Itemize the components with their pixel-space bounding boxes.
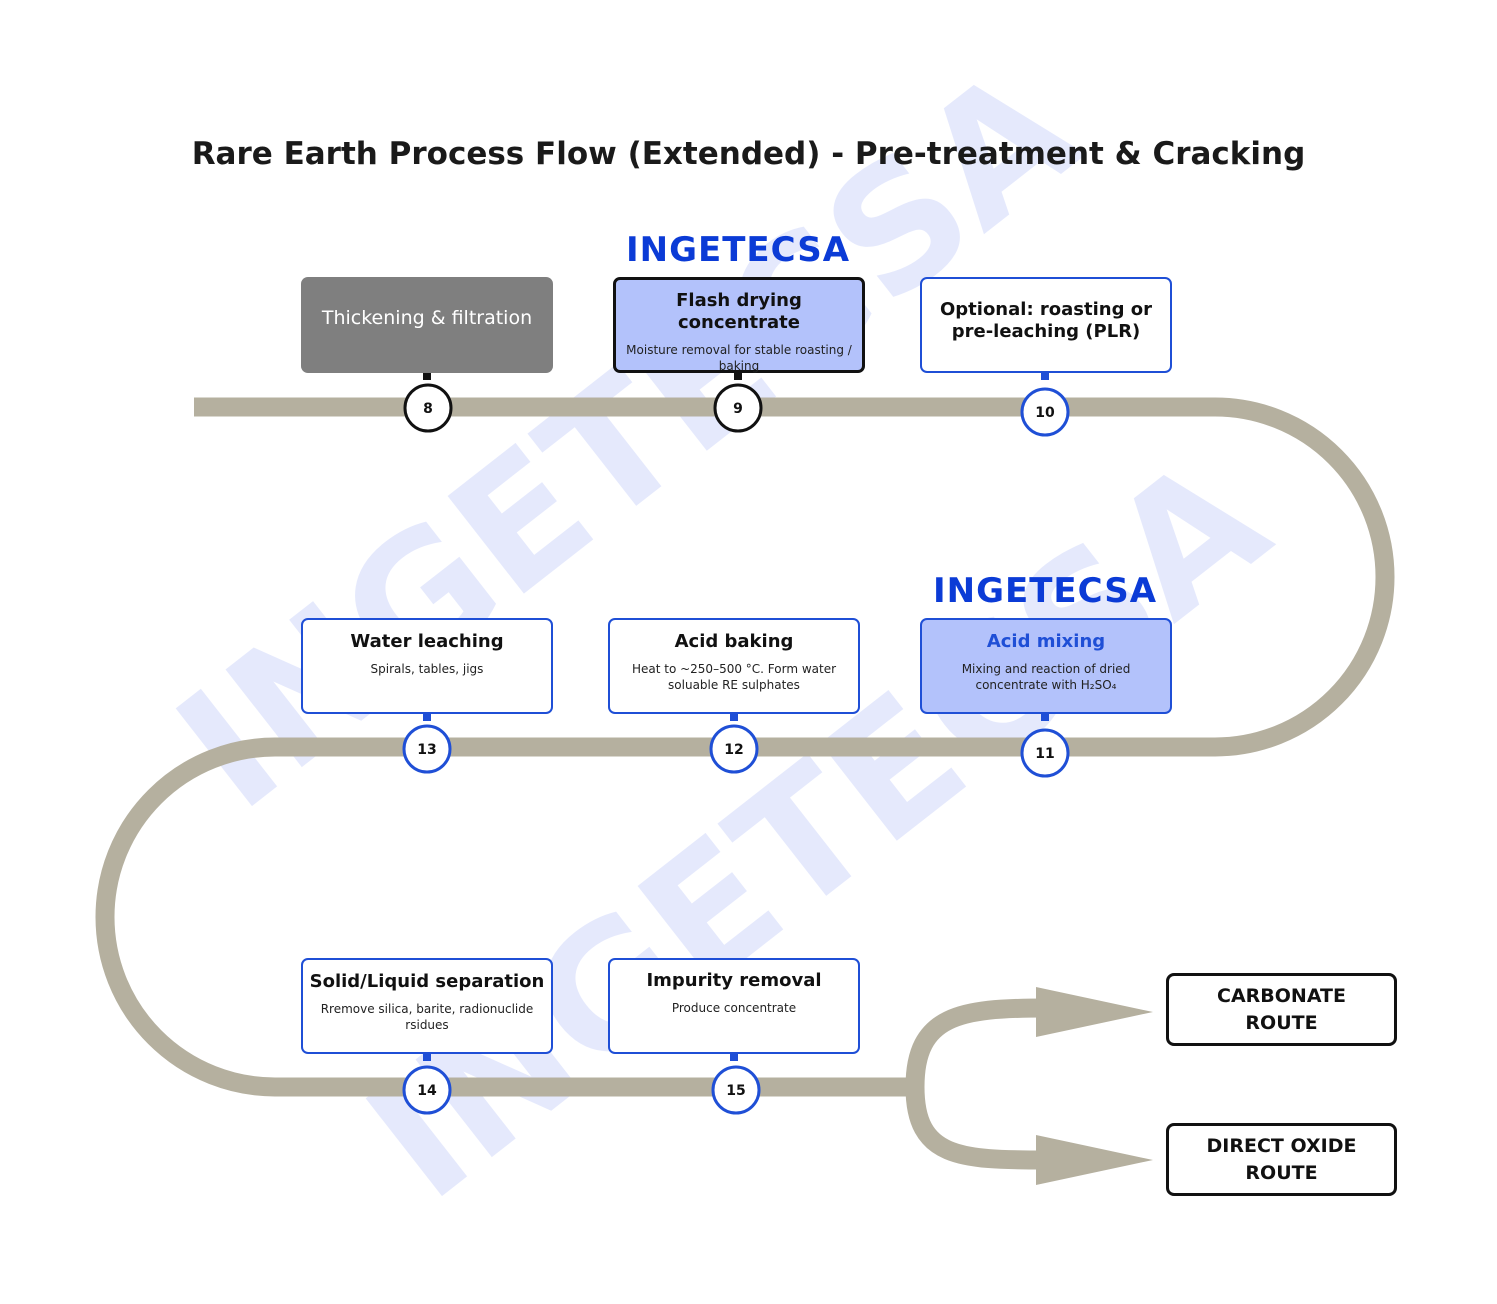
step-11-number: 11 [1035, 746, 1054, 762]
step-10-box: Optional: roasting or pre-leaching (PLR) [920, 277, 1172, 373]
brand-logo-middle: INGETECSA [933, 571, 1158, 611]
step-10-title: Optional: roasting or pre-leaching (PLR) [939, 299, 1152, 342]
step-8-box: Thickening & filtration [301, 277, 553, 373]
step-11-title: Acid mixing [986, 631, 1106, 652]
carbonate-route-label: CARBONATE ROUTE [1217, 984, 1346, 1034]
direct-oxide-route-label: DIRECT OXIDE ROUTE [1206, 1134, 1357, 1184]
step-8-title: Thickening & filtration [321, 307, 533, 329]
step-8-marker [403, 383, 453, 433]
step-14-box: Solid/Liquid separation Rremove silica, … [301, 958, 553, 1054]
carbonate-route-box: CARBONATE ROUTE [1166, 973, 1397, 1046]
step-11-subtitle: Mixing and reaction of dried concentrate… [961, 662, 1131, 692]
step-9-box: Flash drying concentrate Moisture remova… [613, 277, 865, 373]
brand-logo-top: INGETECSA [626, 230, 851, 270]
step-12-marker [709, 724, 759, 774]
step-15-title: Impurity removal [646, 970, 822, 991]
direct-oxide-arrow-head [1036, 1135, 1153, 1185]
step-15-number: 15 [726, 1083, 745, 1099]
step-15-box: Impurity removal Produce concentrate [608, 958, 860, 1054]
step-13-subtitle: Spirals, tables, jigs [370, 662, 484, 676]
step-12-number: 12 [724, 742, 743, 758]
step-15-marker [711, 1065, 761, 1115]
step-9-marker [713, 383, 763, 433]
carbonate-branch [905, 998, 1046, 1088]
direct-oxide-branch [905, 1086, 1046, 1170]
step-13-box: Water leaching Spirals, tables, jigs [301, 618, 553, 714]
step-8-number: 8 [423, 401, 433, 417]
step-13-title: Water leaching [350, 631, 504, 652]
step-14-subtitle: Rremove silica, barite, radionuclide rsi… [320, 1002, 534, 1032]
carbonate-arrow-head [1036, 987, 1153, 1037]
step-12-subtitle: Heat to ~250–500 °C. Form water soluable… [631, 662, 837, 692]
step-11-box: Acid mixing Mixing and reaction of dried… [920, 618, 1172, 714]
step-12-box: Acid baking Heat to ~250–500 °C. Form wa… [608, 618, 860, 714]
step-12-title: Acid baking [674, 631, 794, 652]
direct-oxide-route-box: DIRECT OXIDE ROUTE [1166, 1123, 1397, 1196]
step-10-number: 10 [1035, 405, 1055, 421]
step-10-marker [1020, 387, 1070, 437]
step-13-marker [402, 724, 452, 774]
step-13-number: 13 [417, 742, 436, 758]
step-14-number: 14 [417, 1083, 437, 1099]
step-9-title: Flash drying concentrate [676, 290, 802, 333]
diagram-title: Rare Earth Process Flow (Extended) - Pre… [191, 136, 1306, 172]
step-11-marker [1020, 728, 1070, 778]
step-14-marker [402, 1065, 452, 1115]
step-9-number: 9 [733, 401, 743, 417]
step-15-subtitle: Produce concentrate [671, 1001, 797, 1015]
step-9-subtitle: Moisture removal for stable roasting / b… [626, 343, 852, 373]
step-14-title: Solid/Liquid separation [309, 971, 545, 992]
